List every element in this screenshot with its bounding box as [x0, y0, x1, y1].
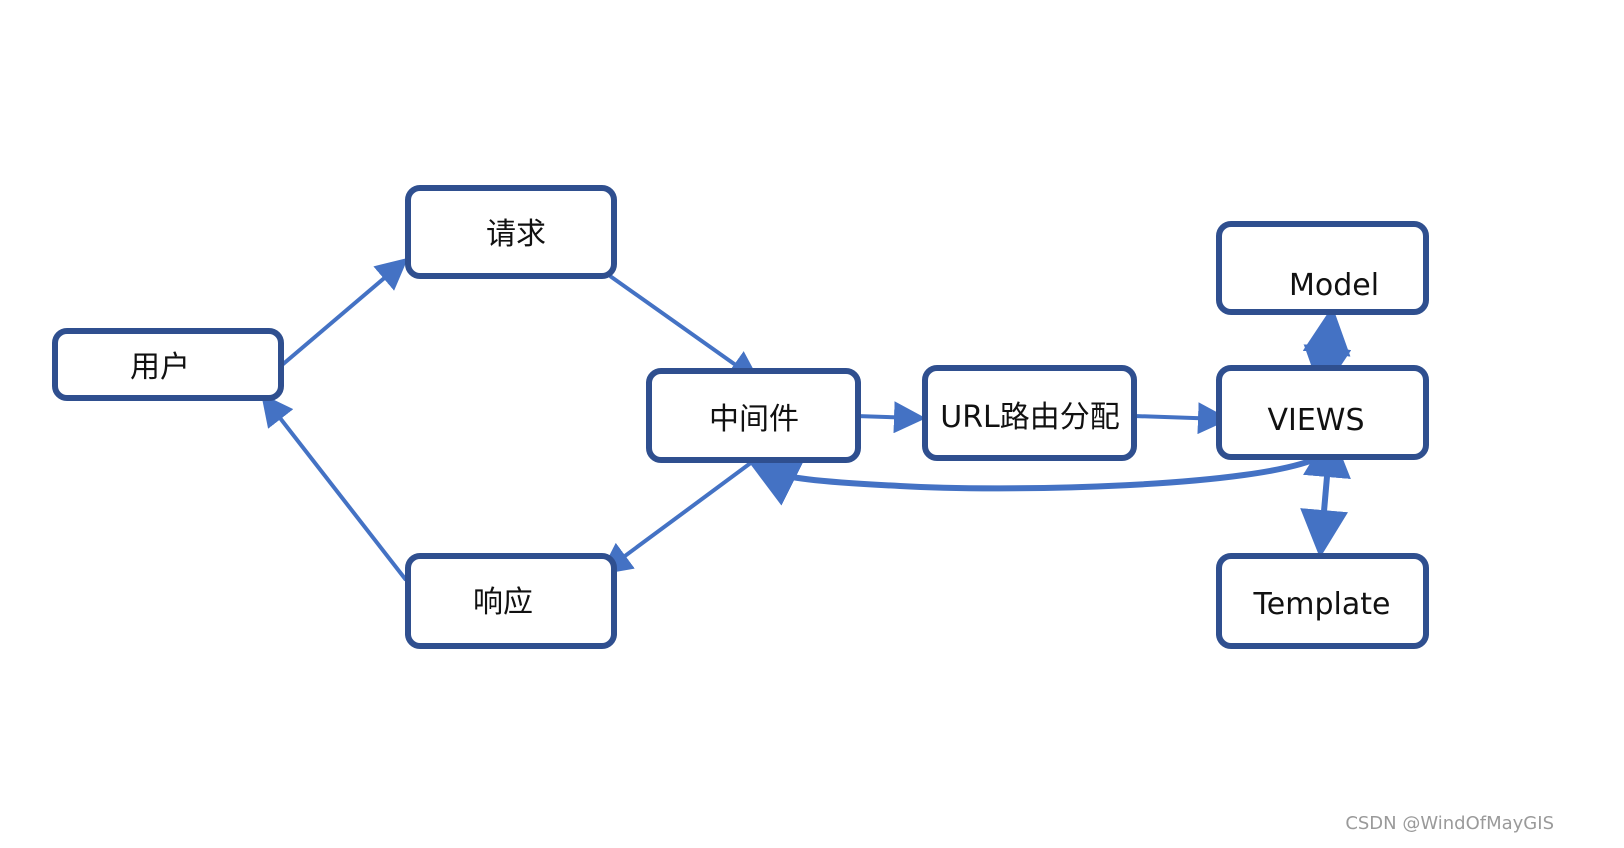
arrow-middleware-to-response: [599, 460, 754, 575]
node-response-label: 响应: [473, 585, 533, 620]
node-user-label: 用户: [130, 350, 190, 385]
node-model: Model: [1216, 221, 1429, 315]
node-views-label: VIEWS: [1267, 403, 1364, 438]
arrow-views-template: [1300, 429, 1351, 558]
arrow-response-to-user: [261, 393, 408, 582]
node-model-label: Model: [1289, 268, 1379, 303]
arrow-user-to-request: [280, 257, 409, 367]
node-views: VIEWS: [1216, 365, 1429, 460]
node-middleware: 中间件: [646, 368, 861, 463]
node-middleware-label: 中间件: [709, 402, 799, 437]
node-template-label: Template: [1253, 587, 1391, 622]
arrow-url-to-views: [1133, 402, 1230, 435]
arrow-middleware-to-url: [855, 401, 926, 434]
arrow-request-to-middleware: [608, 274, 761, 383]
arrow-views-model: [1302, 306, 1352, 395]
node-url-routing-label: URL路由分配: [940, 400, 1120, 435]
node-request: 请求: [405, 185, 617, 279]
node-request-label: 请求: [486, 217, 546, 252]
node-url-routing: URL路由分配: [922, 365, 1137, 461]
node-response: 响应: [405, 553, 617, 649]
node-user: 用户: [52, 328, 284, 401]
arrow-views-to-middleware: [749, 453, 1324, 506]
watermark-text: CSDN @WindOfMayGIS: [1345, 813, 1554, 834]
node-template: Template: [1216, 553, 1429, 649]
